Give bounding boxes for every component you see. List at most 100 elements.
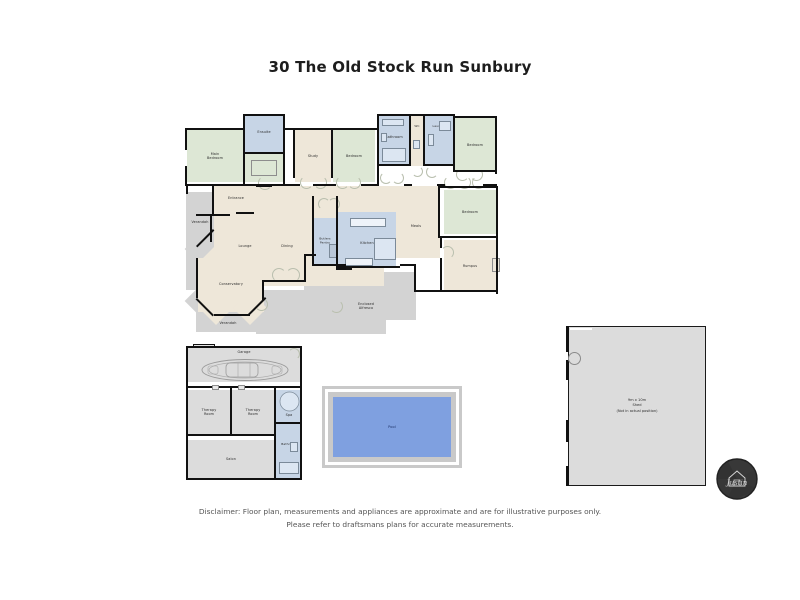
wall-pantry-bottom	[312, 264, 338, 267]
wall-conservatory-ne	[210, 216, 213, 242]
wall-lounge-south	[262, 280, 306, 283]
wall-living-step	[212, 214, 230, 217]
wall-pantry-left-upper	[312, 196, 314, 218]
wall-kitchen-pillar	[336, 264, 346, 270]
door-arc-pantry-1	[318, 198, 330, 210]
room-label-butlers-pantry: Butlers Pantry	[319, 236, 331, 244]
wall-alfresco-ne	[400, 264, 416, 267]
shed-label: 9m x 10m Shed (Not in actual position)	[616, 397, 658, 413]
door-arc-pantry-2	[328, 198, 340, 210]
pool-water: Pool	[333, 397, 451, 457]
room-label-therapy-room-2: Therapy Room	[245, 407, 261, 416]
wall-therapy-south	[188, 434, 274, 436]
door-arc-bed4-1	[444, 176, 457, 189]
wc-toilet	[413, 140, 420, 149]
room-label-ensuite: Ensuite	[257, 129, 271, 134]
room-bedroom-2: Bedroom	[333, 130, 375, 182]
wall-spine-3	[313, 184, 336, 187]
door-arc-bed4-3	[472, 176, 485, 189]
room-bedroom-4: Bedroom	[444, 190, 496, 234]
wall-wing-west	[186, 346, 189, 480]
shed-wall-w1	[566, 326, 569, 352]
door-arc-bathroom-2	[392, 172, 404, 184]
wall-bottom-bedroom-3	[455, 170, 497, 173]
room-label-bedroom-3: Bedroom	[466, 142, 484, 147]
wall-top-bathroom	[377, 114, 425, 117]
room-therapy-room-1: Therapy Room	[188, 390, 230, 434]
wall-kitchen-south	[352, 266, 400, 269]
room-label-study: Study	[307, 153, 319, 158]
room-label-dining: Dining	[281, 243, 293, 248]
wall-spa-west	[274, 388, 276, 480]
photographer-logo: Justin	[716, 458, 758, 500]
room-label-wc: WC	[414, 124, 420, 129]
kitchen-sink-bench	[345, 258, 373, 266]
wall-top-laundry	[423, 114, 455, 117]
room-label-meals: Meals	[410, 223, 422, 228]
wall-right-laundry	[453, 114, 456, 172]
wall-pantry-left	[312, 216, 314, 266]
door-arc-lounge-2	[286, 268, 300, 282]
laundry-bench	[439, 121, 451, 131]
shed-wall-w2	[566, 360, 569, 380]
wall-spa-south	[274, 422, 302, 424]
room-label-main-bedroom: Main Bedroom	[206, 151, 224, 160]
room-label-therapy-room-1: Therapy Room	[201, 407, 217, 416]
disclaimer-line-2: Please refer to draftsmans plans for acc…	[286, 520, 514, 529]
room-label-spa: Spa	[285, 412, 293, 417]
therapy-1-fixture	[212, 385, 219, 390]
wall-conservatory-e	[262, 282, 265, 300]
room-bedroom-3: Bedroom	[455, 118, 495, 172]
wall-left-wc	[409, 114, 411, 166]
room-label-conservatory: Conservatory	[219, 281, 243, 286]
wall-right-wc	[423, 114, 425, 166]
verandah-lower-label-box: Verandah	[196, 316, 260, 330]
room-label-salon: Salon	[226, 456, 236, 461]
wall-left-main-bedroom-lower	[185, 166, 188, 186]
room-conservatory: Conservatory	[198, 278, 264, 290]
wall-verandah-step	[196, 214, 214, 217]
wall-spine-6	[437, 184, 445, 187]
wall-bed4-east	[496, 186, 499, 238]
room-label-laundry: Laundry	[425, 124, 453, 129]
room-study: Study	[295, 130, 331, 182]
wall-rumpus-west-upper	[440, 238, 443, 248]
door-arc-wir	[258, 176, 272, 190]
wall-top-bedroom-3	[453, 116, 497, 119]
shed-wall-w4	[566, 466, 569, 486]
laundry-trough	[428, 134, 434, 146]
wall-conservatory-w	[196, 258, 199, 298]
room-label-bathroom: Bathroom	[385, 134, 403, 139]
wall-bottom-bathroom	[377, 164, 409, 167]
car-illustration	[201, 359, 289, 381]
garage-door-opening	[193, 344, 215, 347]
bathroom-basin	[381, 133, 387, 142]
wall-left-bathroom	[377, 114, 380, 184]
wall-left-study	[293, 128, 295, 178]
wall-spine-4	[361, 184, 379, 187]
page-title: 30 The Old Stock Run Sunbury	[268, 58, 532, 76]
door-arc-study-2	[314, 176, 327, 189]
door-arc-wc	[412, 166, 423, 177]
room-lounge: Lounge	[228, 240, 262, 252]
wir-shelving	[251, 160, 277, 176]
shed: 9m x 10m Shed (Not in actual position)	[568, 326, 706, 486]
door-arc-laundry	[426, 166, 438, 178]
wall-rumpus-west	[440, 258, 443, 292]
shed-wall-w3	[566, 420, 569, 442]
door-arc-alfresco-1	[255, 298, 268, 311]
wall-dining-ne	[304, 254, 316, 257]
door-arc-bed2-2	[348, 176, 361, 189]
room-label-bedroom-4: Bedroom	[461, 209, 479, 214]
wall-dining-east	[304, 254, 307, 282]
wall-spine-2	[272, 184, 300, 187]
room-label-bathroom-2: Bathroom	[281, 441, 297, 446]
room-enclosed-alfresco: Enclosed Alfresco	[336, 298, 396, 314]
room-label-entrance: Entrance	[228, 195, 244, 200]
wall-rumpus-east	[496, 238, 499, 294]
wall-between-therapy	[230, 388, 232, 434]
door-arc-bed4-2	[458, 176, 471, 189]
wall-garage-north	[186, 346, 302, 349]
